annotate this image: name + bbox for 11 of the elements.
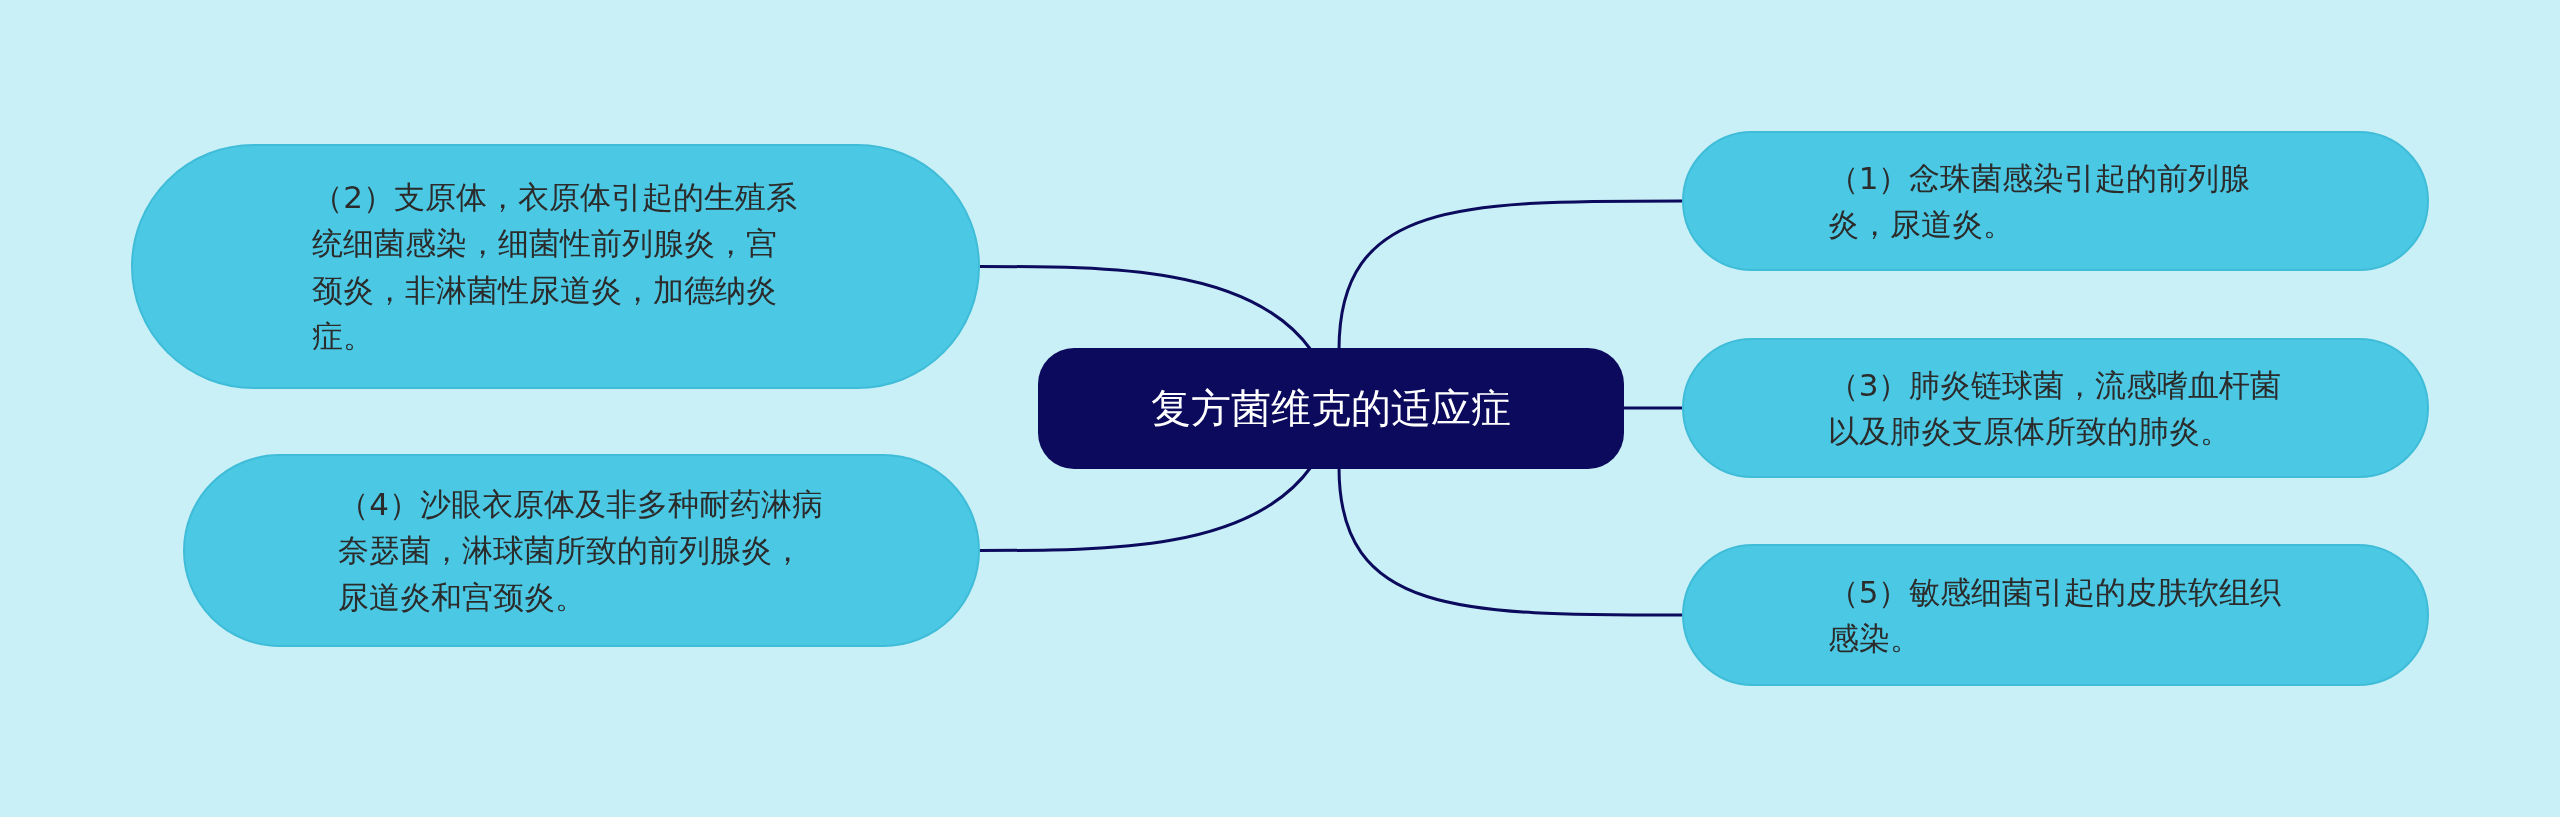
connector-line [980,466,1313,552]
topic-text: （2）支原体，衣原体引起的生殖系统细菌感染，细菌性前列腺炎，宫颈炎，非淋菌性尿道炎，加德纳炎症。 [312,177,798,356]
topic-text: （3）肺炎链球菌，流感嗜血杆菌以及肺炎支原体所致的肺炎。 [1827,365,2283,451]
topic-text: （4）沙眼衣原体及非多种耐药淋病奈瑟菌，淋球菌所致的前列腺炎，尿道炎和宫颈炎。 [338,484,824,617]
connector-line [980,265,1313,351]
topic-text: （1）念珠菌感染引起的前列腺炎，尿道炎。 [1827,158,2252,244]
central-topic: 复方菌维克的适应症 [1038,348,1624,469]
connector-line [1624,406,1682,410]
connector-line [1337,466,1682,617]
topic-text: （5）敏感细菌引起的皮肤软组织感染。 [1827,572,2283,658]
connector-line [1337,199,1682,351]
